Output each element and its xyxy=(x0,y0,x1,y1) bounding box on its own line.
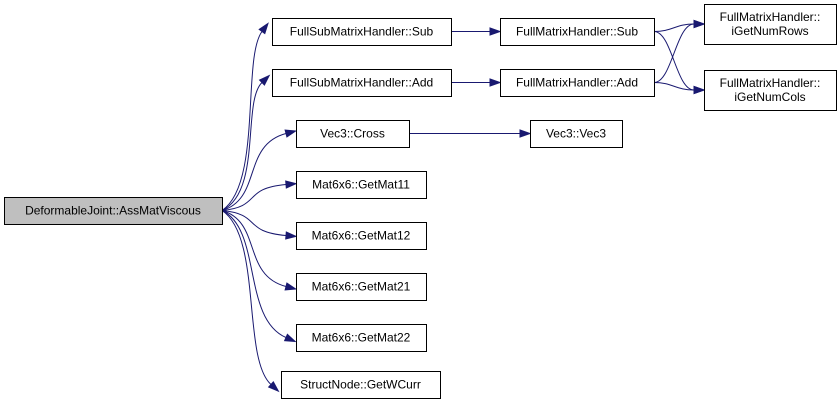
call-edges xyxy=(221,19,706,393)
node-box xyxy=(296,273,427,301)
arrowhead-icon xyxy=(285,231,298,240)
node-label: Vec3::Vec3 xyxy=(546,127,606,141)
node-box xyxy=(296,222,427,250)
node-getwcurr[interactable]: StructNode::GetWCurr xyxy=(281,371,441,399)
arrowhead-icon xyxy=(693,85,706,95)
edge-root-to-mat21 xyxy=(221,210,298,291)
edge-line xyxy=(653,23,695,32)
arrowhead-icon xyxy=(284,129,298,138)
arrowhead-icon xyxy=(489,27,502,36)
edge-line xyxy=(221,210,287,236)
node-label: StructNode::GetWCurr xyxy=(300,378,421,392)
node-label: FullMatrixHandler::Add xyxy=(516,76,638,90)
edge-line xyxy=(653,23,695,83)
node-box xyxy=(704,70,837,111)
node-label: iGetNumCols xyxy=(734,90,805,104)
node-label: FullSubMatrixHandler::Add xyxy=(290,76,433,90)
edge-line xyxy=(653,31,695,91)
edge-root-to-mat22 xyxy=(221,210,297,343)
edge-fm-add-to-getnumcols xyxy=(653,82,706,95)
edge-root-to-fsub-sub xyxy=(221,22,269,211)
arrowhead-icon xyxy=(258,22,269,35)
edge-line xyxy=(653,82,695,91)
node-mat12[interactable]: Mat6x6::GetMat12 xyxy=(296,222,427,250)
node-label: FullMatrixHandler:: xyxy=(720,10,821,24)
node-box xyxy=(4,197,223,225)
arrowhead-icon xyxy=(285,180,298,189)
node-fsub-add[interactable]: FullSubMatrixHandler::Add xyxy=(272,69,452,97)
node-label: Mat6x6::GetMat21 xyxy=(312,280,411,294)
edge-root-to-getwcurr xyxy=(221,210,280,393)
node-mat11[interactable]: Mat6x6::GetMat11 xyxy=(296,171,427,199)
node-fm-sub[interactable]: FullMatrixHandler::Sub xyxy=(500,18,655,46)
node-box xyxy=(296,324,427,352)
arrowhead-icon xyxy=(284,282,298,291)
edge-fsub-sub-to-fm-sub xyxy=(451,27,502,36)
node-box xyxy=(500,18,655,46)
edge-line xyxy=(221,82,263,211)
node-box xyxy=(272,18,452,46)
node-box xyxy=(272,69,452,97)
node-box xyxy=(530,120,623,148)
arrowhead-icon xyxy=(489,78,502,87)
node-label: FullMatrixHandler::Sub xyxy=(516,25,638,39)
edge-line xyxy=(221,31,263,211)
node-label: Mat6x6::GetMat22 xyxy=(312,331,411,345)
edge-root-to-fsub-add xyxy=(221,74,271,211)
edge-fm-add-to-getnumrows xyxy=(653,19,706,83)
node-box xyxy=(296,120,410,148)
node-fsub-sub[interactable]: FullSubMatrixHandler::Sub xyxy=(272,18,452,46)
node-label: Mat6x6::GetMat12 xyxy=(312,229,411,243)
node-box xyxy=(704,4,837,45)
node-box xyxy=(500,69,655,97)
node-label: Vec3::Cross xyxy=(320,127,385,141)
edge-root-to-mat11 xyxy=(221,180,298,211)
node-fm-add[interactable]: FullMatrixHandler::Add xyxy=(500,69,655,97)
node-label: Mat6x6::GetMat11 xyxy=(312,178,410,192)
node-vec3-vec3[interactable]: Vec3::Vec3 xyxy=(530,120,623,148)
arrowhead-icon xyxy=(519,129,532,138)
node-box xyxy=(296,171,427,199)
node-box xyxy=(281,371,441,399)
arrowhead-icon xyxy=(258,74,271,86)
edge-root-to-mat12 xyxy=(221,210,298,240)
node-vec3-cross[interactable]: Vec3::Cross xyxy=(296,120,410,148)
edge-line xyxy=(221,210,287,338)
edge-line xyxy=(221,133,287,211)
node-getnumrows[interactable]: FullMatrixHandler::iGetNumRows xyxy=(704,4,837,45)
arrowhead-icon xyxy=(693,19,706,29)
arrowhead-icon xyxy=(283,333,297,343)
node-mat22[interactable]: Mat6x6::GetMat22 xyxy=(296,324,427,352)
edge-root-to-vec3-cross xyxy=(221,129,298,211)
node-label: FullSubMatrixHandler::Sub xyxy=(290,25,434,39)
edge-fsub-add-to-fm-add xyxy=(451,78,502,87)
edge-line xyxy=(221,184,287,211)
node-mat21[interactable]: Mat6x6::GetMat21 xyxy=(296,273,427,301)
call-nodes: DeformableJoint::AssMatViscous FullSubMat… xyxy=(4,4,837,399)
edge-line xyxy=(221,210,272,385)
node-label: FullMatrixHandler:: xyxy=(720,76,821,90)
arrowhead-icon xyxy=(267,381,280,393)
node-label: iGetNumRows xyxy=(731,24,808,38)
edge-line xyxy=(221,210,287,287)
node-label: DeformableJoint::AssMatViscous xyxy=(25,204,201,218)
edge-vec3-cross-to-vec3-vec3 xyxy=(408,129,532,138)
node-getnumcols[interactable]: FullMatrixHandler::iGetNumCols xyxy=(704,70,837,111)
node-root[interactable]: DeformableJoint::AssMatViscous xyxy=(4,197,223,225)
